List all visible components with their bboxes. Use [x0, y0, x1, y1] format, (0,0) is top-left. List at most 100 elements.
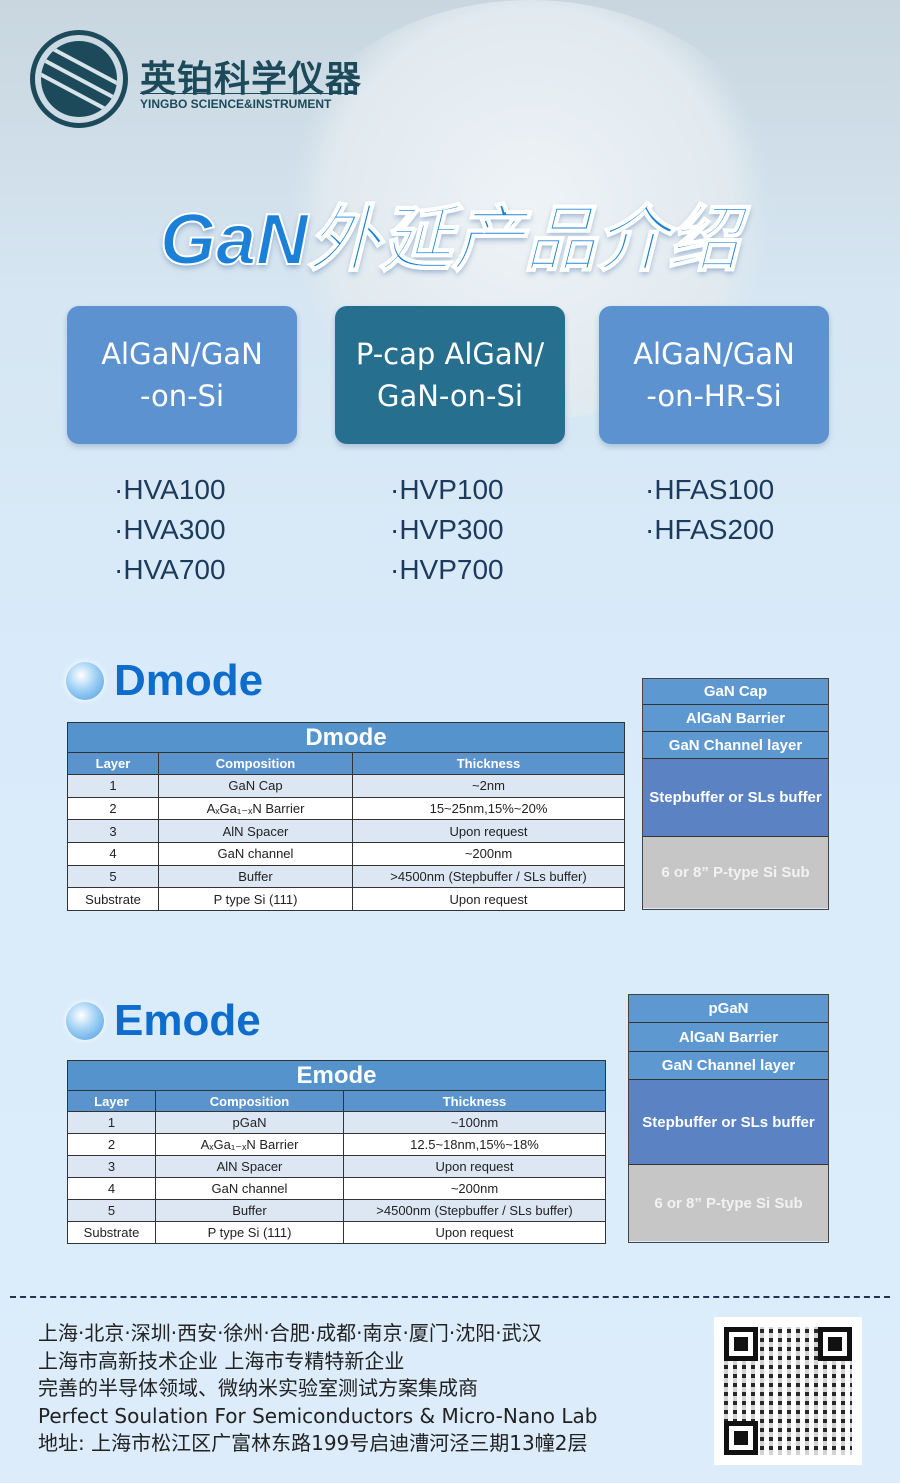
cell: GaN Cap: [158, 774, 353, 798]
cell: pGaN: [155, 1111, 344, 1134]
cell: >4500nm (Stepbuffer / SLs buffer): [343, 1199, 606, 1222]
stack-layer: GaN Cap: [643, 679, 828, 705]
cell: ~100nm: [343, 1111, 606, 1134]
cell: AlN Spacer: [158, 819, 353, 844]
cell: Upon request: [343, 1221, 606, 1244]
brand-divider: [140, 93, 350, 94]
qr-code: [714, 1317, 862, 1465]
stack-layer: AlGaN Barrier: [629, 1023, 828, 1052]
category-algan-gan-on-si: AlGaN/GaN -on-Si: [67, 306, 297, 444]
product-item: ·HFAS200: [645, 514, 775, 545]
cell: Upon request: [343, 1155, 606, 1178]
product-list: ·HVA100 ·HVA300 ·HVA700: [114, 470, 226, 590]
divider: [10, 1296, 890, 1298]
cell: ~200nm: [352, 842, 625, 866]
globe-icon: [66, 662, 104, 700]
cell: GaN channel: [158, 842, 353, 866]
cell: 15~25nm,15%~20%: [352, 796, 625, 821]
cell: 1: [67, 1111, 156, 1134]
category-pcap-algan-gan-on-si: P-cap AlGaN/ GaN-on-Si: [335, 306, 565, 444]
cell: 3: [67, 819, 159, 844]
product-list: ·HVP100 ·HVP300 ·HVP700: [390, 470, 504, 590]
cell: Substrate: [67, 887, 159, 912]
cell: AₓGa₁₋ₓN Barrier: [158, 796, 353, 821]
product-item: ·HVP100: [390, 474, 504, 505]
cell: Upon request: [352, 819, 625, 844]
cell: P type Si (111): [158, 887, 353, 912]
cell: P type Si (111): [155, 1221, 344, 1244]
footer-honors: 上海市高新技术企业 上海市专精特新企业: [38, 1348, 405, 1373]
footer-info: 上海·北京·深圳·西安·徐州·合肥·成都·南京·厦门·沈阳·武汉 上海市高新技术…: [38, 1320, 597, 1458]
cell: ~200nm: [343, 1177, 606, 1200]
dmode-layer-stack: GaN Cap AlGaN Barrier GaN Channel layer …: [642, 678, 829, 910]
stack-layer: GaN Channel layer: [643, 732, 828, 759]
product-item: ·HFAS100: [645, 474, 775, 505]
cell: 4: [67, 842, 159, 866]
globe-icon: [66, 1002, 104, 1040]
emode-heading-text: Emode: [114, 996, 261, 1045]
stack-layer: 6 or 8” P-type Si Sub: [643, 837, 828, 908]
page-title: GaN外延产品介绍: [159, 199, 741, 281]
logo-icon: [30, 30, 128, 128]
cell: Upon request: [352, 887, 625, 912]
stack-layer: pGaN: [629, 995, 828, 1023]
footer-address: 地址: 上海市松江区广富林东路199号启迪漕河泾三期13幢2层: [38, 1431, 588, 1455]
emode-layer-stack: pGaN AlGaN Barrier GaN Channel layer Ste…: [628, 994, 829, 1243]
cell: 4: [67, 1177, 156, 1200]
stack-layer: 6 or 8” P-type Si Sub: [629, 1165, 828, 1241]
product-item: ·HVA300: [114, 514, 226, 545]
cell: Buffer: [155, 1199, 344, 1222]
cell: 1: [67, 774, 159, 798]
footer-cities: 上海·北京·深圳·西安·徐州·合肥·成都·南京·厦门·沈阳·武汉: [38, 1321, 542, 1345]
dmode-heading-text: Dmode: [114, 656, 264, 705]
footer-slogan-en: Perfect Soulation For Semiconductors & M…: [38, 1403, 598, 1428]
cell: 2: [67, 1133, 156, 1156]
cell: 12.5~18nm,15%~18%: [343, 1133, 606, 1156]
header-cell: Thickness: [343, 1090, 606, 1112]
cell: 5: [67, 864, 159, 889]
product-item: ·HVP700: [390, 554, 504, 585]
header-cell: Layer: [67, 1090, 156, 1112]
cell: 2: [67, 796, 159, 821]
header-cell: Layer: [67, 752, 159, 775]
header-cell: Composition: [155, 1090, 344, 1112]
header-cell: Composition: [158, 752, 353, 775]
brand-name-en: YINGBO SCIENCE&INSTRUMENT: [140, 97, 332, 111]
product-item: ·HVA700: [114, 554, 226, 585]
cell: 5: [67, 1199, 156, 1222]
cell: >4500nm (Stepbuffer / SLs buffer): [352, 864, 625, 889]
header-cell: Thickness: [352, 752, 625, 775]
table-title: Dmode: [67, 722, 625, 753]
cell: 3: [67, 1155, 156, 1178]
cell: GaN channel: [155, 1177, 344, 1200]
stack-layer: AlGaN Barrier: [643, 705, 828, 732]
cell: Substrate: [67, 1221, 156, 1244]
product-item: ·HVA100: [114, 474, 226, 505]
footer-slogan-cn: 完善的半导体领域、微纳米实验室测试方案集成商: [38, 1376, 478, 1400]
stack-layer: Stepbuffer or SLs buffer: [643, 759, 828, 837]
cell: AlN Spacer: [155, 1155, 344, 1178]
cell: ~2nm: [352, 774, 625, 798]
stack-layer: GaN Channel layer: [629, 1052, 828, 1080]
cell: AₓGa₁₋ₓN Barrier: [155, 1133, 344, 1156]
emode-heading: Emode: [66, 996, 261, 1046]
category-algan-gan-on-hr-si: AlGaN/GaN -on-HR-Si: [599, 306, 829, 444]
dmode-heading: Dmode: [66, 656, 263, 706]
cell: Buffer: [158, 864, 353, 889]
product-list: ·HFAS100 ·HFAS200: [645, 470, 774, 550]
brand-name-cn: 英铂科学仪器: [140, 59, 363, 100]
stack-layer: Stepbuffer or SLs buffer: [629, 1080, 828, 1165]
